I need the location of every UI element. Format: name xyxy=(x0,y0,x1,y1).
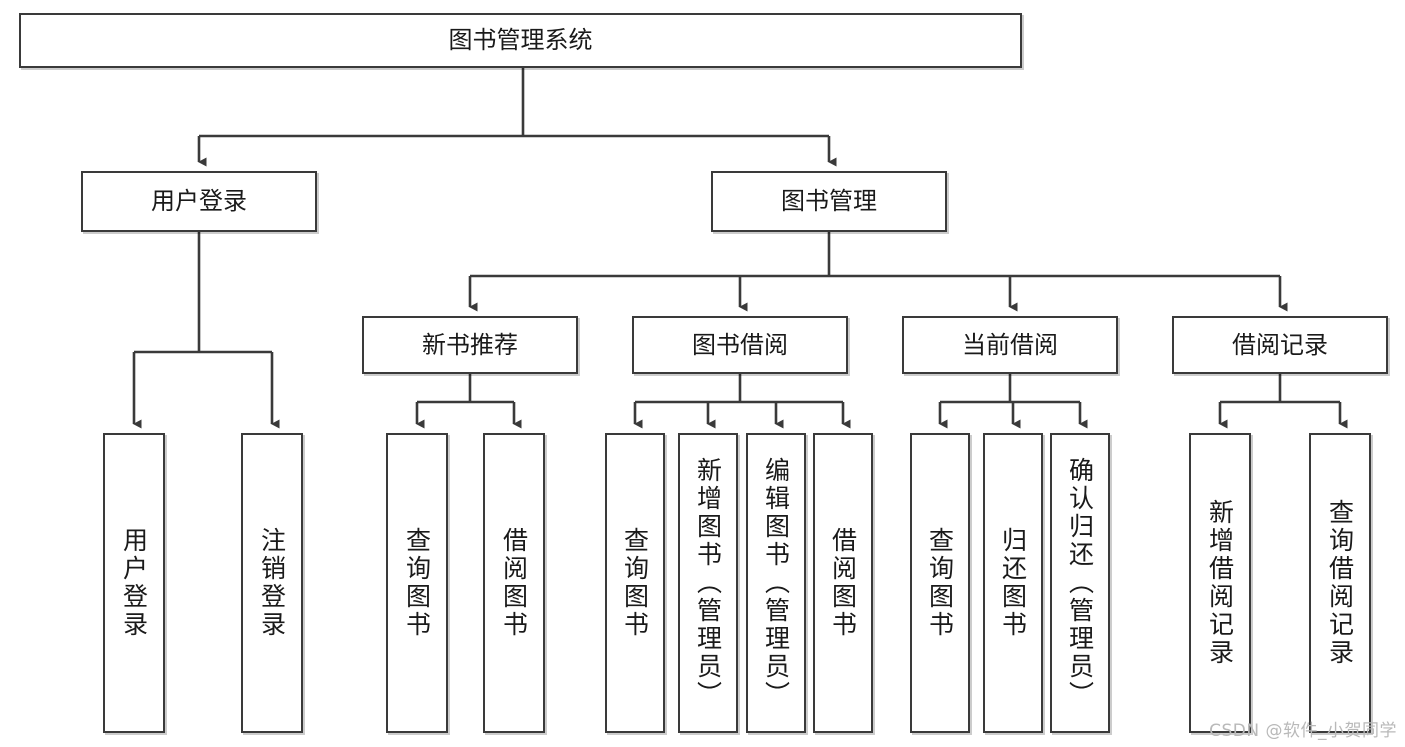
node-label: 查询图书 xyxy=(620,527,650,639)
node-leaf-edit-book[interactable]: 编辑图书（管理员） xyxy=(746,433,806,733)
watermark: CSDN @软件_小贺同学 xyxy=(1209,721,1397,741)
node-label: 借阅图书 xyxy=(499,527,529,639)
node-book-mgmt[interactable]: 图书管理 xyxy=(711,171,947,232)
node-user-login[interactable]: 用户登录 xyxy=(81,171,317,232)
node-leaf-query-2[interactable]: 查询图书 xyxy=(605,433,665,733)
node-label: 查询图书 xyxy=(925,527,955,639)
node-label: 用户登录 xyxy=(151,187,247,216)
node-leaf-borrow-1[interactable]: 借阅图书 xyxy=(483,433,545,733)
node-label: 图书管理 xyxy=(781,187,877,216)
node-label: 当前借阅 xyxy=(962,330,1058,359)
node-leaf-add-rec[interactable]: 新增借阅记录 xyxy=(1189,433,1251,733)
node-leaf-query-3[interactable]: 查询图书 xyxy=(910,433,970,733)
node-label: 新增图书（管理员） xyxy=(693,457,723,709)
node-book-borrow[interactable]: 图书借阅 xyxy=(632,316,848,374)
node-label: 借阅记录 xyxy=(1232,330,1328,359)
node-leaf-borrow-2[interactable]: 借阅图书 xyxy=(813,433,873,733)
node-root[interactable]: 图书管理系统 xyxy=(19,13,1022,68)
node-current-borrow[interactable]: 当前借阅 xyxy=(902,316,1118,374)
node-leaf-confirm[interactable]: 确认归还（管理员） xyxy=(1050,433,1110,733)
node-leaf-user-login[interactable]: 用户登录 xyxy=(103,433,165,733)
node-borrow-record[interactable]: 借阅记录 xyxy=(1172,316,1388,374)
node-leaf-return[interactable]: 归还图书 xyxy=(983,433,1043,733)
node-label: 借阅图书 xyxy=(828,527,858,639)
node-label: 新书推荐 xyxy=(422,330,518,359)
node-leaf-query-1[interactable]: 查询图书 xyxy=(386,433,448,733)
node-label: 编辑图书（管理员） xyxy=(761,457,791,709)
node-label: 确认归还（管理员） xyxy=(1065,457,1095,709)
edge-paths xyxy=(132,68,1348,429)
node-label: 归还图书 xyxy=(998,527,1028,639)
node-label: 查询图书 xyxy=(402,527,432,639)
node-label: 图书借阅 xyxy=(692,330,788,359)
node-label: 图书管理系统 xyxy=(448,26,593,55)
node-leaf-query-rec[interactable]: 查询借阅记录 xyxy=(1309,433,1371,733)
node-leaf-logout[interactable]: 注销登录 xyxy=(241,433,303,733)
node-label: 注销登录 xyxy=(257,527,287,639)
node-label: 查询借阅记录 xyxy=(1325,499,1355,667)
node-new-book-rec[interactable]: 新书推荐 xyxy=(362,316,578,374)
node-label: 新增借阅记录 xyxy=(1205,499,1235,667)
node-label: 用户登录 xyxy=(119,527,149,639)
node-leaf-add-book[interactable]: 新增图书（管理员） xyxy=(678,433,738,733)
